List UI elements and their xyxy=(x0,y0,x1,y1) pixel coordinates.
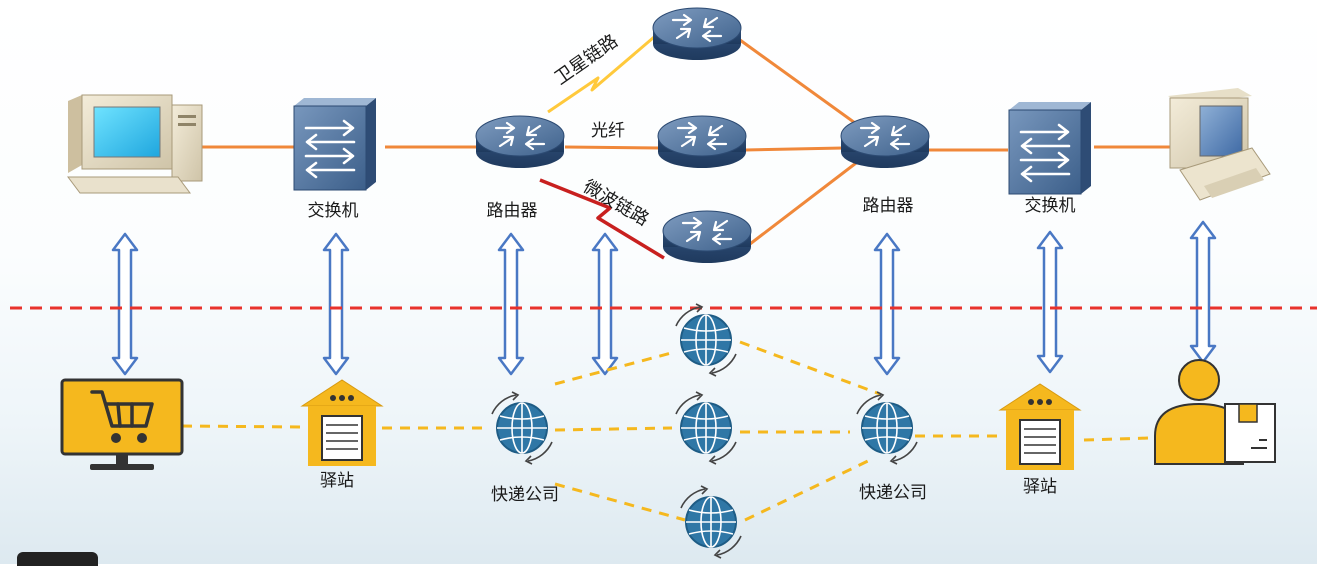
shopping-cart-monitor-icon xyxy=(60,378,184,470)
person-with-package-icon xyxy=(1154,359,1276,465)
router-icon xyxy=(656,114,748,170)
satellite-link-bolt xyxy=(547,30,661,114)
satellite-link-label: 卫星链路 xyxy=(551,31,622,89)
mapping-arrow xyxy=(873,232,901,376)
warehouse-icon xyxy=(301,379,383,467)
mapping-arrow xyxy=(497,232,525,376)
router-icon xyxy=(661,209,753,265)
switch-left-label: 交换机 xyxy=(308,201,359,221)
station-right-label: 驿站 xyxy=(1023,477,1057,497)
mapping-arrow xyxy=(1189,220,1217,364)
fiber-label: 光纤 xyxy=(591,121,625,141)
router-left-label: 路由器 xyxy=(487,201,538,221)
network-switch-icon xyxy=(292,96,378,192)
corner-overlay-tab xyxy=(17,552,98,566)
mapping-arrow xyxy=(322,232,350,376)
courier-left-label: 快递公司 xyxy=(491,485,559,505)
globe-icon xyxy=(491,391,553,465)
network-links xyxy=(200,38,1175,246)
mapping-arrow xyxy=(111,232,139,376)
microwave-link-bolt xyxy=(539,178,665,260)
globe-icon xyxy=(675,303,737,377)
globe-icon xyxy=(680,485,742,559)
router-icon xyxy=(839,114,931,170)
desktop-computer-icon xyxy=(67,94,203,194)
logistics-links xyxy=(181,340,1151,522)
switch-right-label: 交换机 xyxy=(1025,196,1076,216)
network-switch-icon xyxy=(1007,100,1093,196)
mapping-arrow xyxy=(1036,230,1064,374)
desktop-computer-icon xyxy=(1168,88,1271,201)
courier-right-label: 快递公司 xyxy=(859,483,927,503)
warehouse-icon xyxy=(999,383,1081,471)
router-icon xyxy=(474,114,566,170)
globe-icon xyxy=(856,391,918,465)
microwave-link-label: 微波链路 xyxy=(580,176,653,230)
station-left-label: 驿站 xyxy=(320,471,354,491)
router-icon xyxy=(651,6,743,62)
router-right-label: 路由器 xyxy=(863,196,914,216)
mapping-arrow xyxy=(591,232,619,376)
globe-icon xyxy=(675,391,737,465)
